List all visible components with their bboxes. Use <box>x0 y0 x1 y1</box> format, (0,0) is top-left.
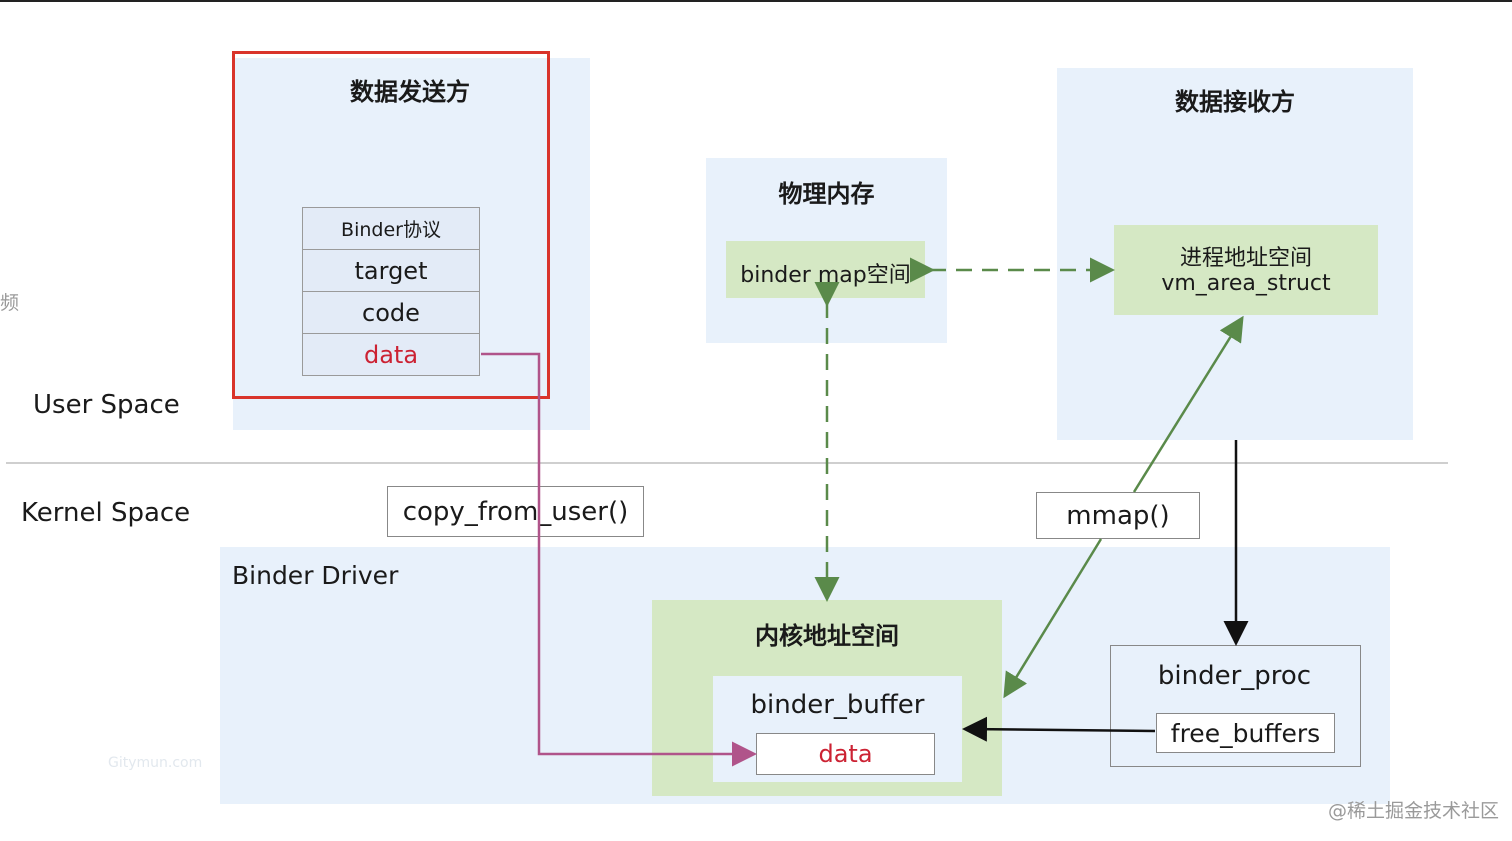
free-buffers-box: free_buffers <box>1156 713 1335 753</box>
binder-buffer-label: binder_buffer <box>750 690 925 720</box>
free-buffers-to-buffer-arrow <box>962 716 1156 742</box>
physical-memory-title: 物理内存 <box>778 180 875 208</box>
ghost-watermark: Gitymun.com <box>108 755 203 771</box>
protocol-row-header: Binder协议 <box>302 207 480 249</box>
user-space-label: User Space <box>33 390 180 420</box>
mmap-lower-arrow <box>1003 538 1103 699</box>
binder-proc-label: binder_proc <box>1157 661 1312 691</box>
receiver-title: 数据接收方 <box>1175 88 1295 116</box>
copy-from-user-box: copy_from_user() <box>387 486 644 537</box>
mmap-box: mmap() <box>1036 492 1200 539</box>
sender-title: 数据发送方 <box>350 78 470 106</box>
buffer-data-box: data <box>756 733 935 775</box>
site-watermark: @稀土掘金技术社区 <box>1328 800 1500 822</box>
data-copy-path <box>481 352 757 767</box>
kernel-space-label: Kernel Space <box>21 498 191 528</box>
binder-protocol-table: Binder协议 target code data <box>302 207 480 376</box>
top-border <box>0 0 1512 2</box>
protocol-row-code: code <box>302 291 480 333</box>
kernel-address-space-title: 内核地址空间 <box>755 622 899 650</box>
side-fragment: 频 <box>0 292 20 314</box>
binder-driver-title: Binder Driver <box>232 561 399 590</box>
mmap-upper-arrow <box>1132 315 1244 493</box>
user-kernel-separator <box>6 462 1448 464</box>
sender-highlight-frame <box>232 51 550 399</box>
process-address-space-box <box>1114 225 1378 315</box>
protocol-row-target: target <box>302 249 480 291</box>
protocol-row-data: data <box>302 333 480 376</box>
process-address-space-line1: 进程地址空间 <box>1179 246 1312 271</box>
process-address-space-line2: vm_area_struct <box>1161 271 1331 296</box>
